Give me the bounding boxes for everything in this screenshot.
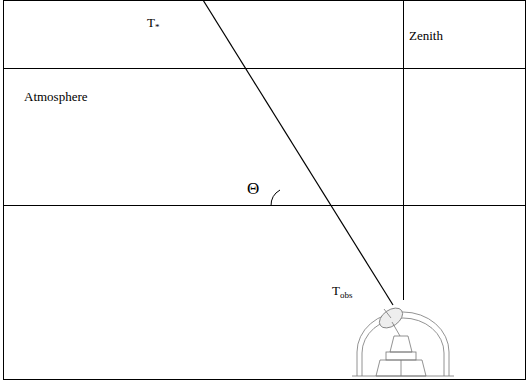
atmosphere-label: Atmosphere [24, 90, 88, 104]
observed-temperature: Tobs [332, 284, 352, 301]
atmosphere-top [4, 68, 526, 69]
frame [4, 1, 526, 380]
atmosphere-bottom [4, 205, 526, 206]
line-of-sight [203, 0, 393, 305]
source-temperature: T* [147, 16, 159, 33]
angle-symbol: Θ [247, 180, 259, 199]
telescope-icon [352, 304, 454, 376]
angle-arc [271, 190, 280, 206]
zenith-line [403, 0, 404, 300]
zenith-label: Zenith [409, 29, 443, 43]
